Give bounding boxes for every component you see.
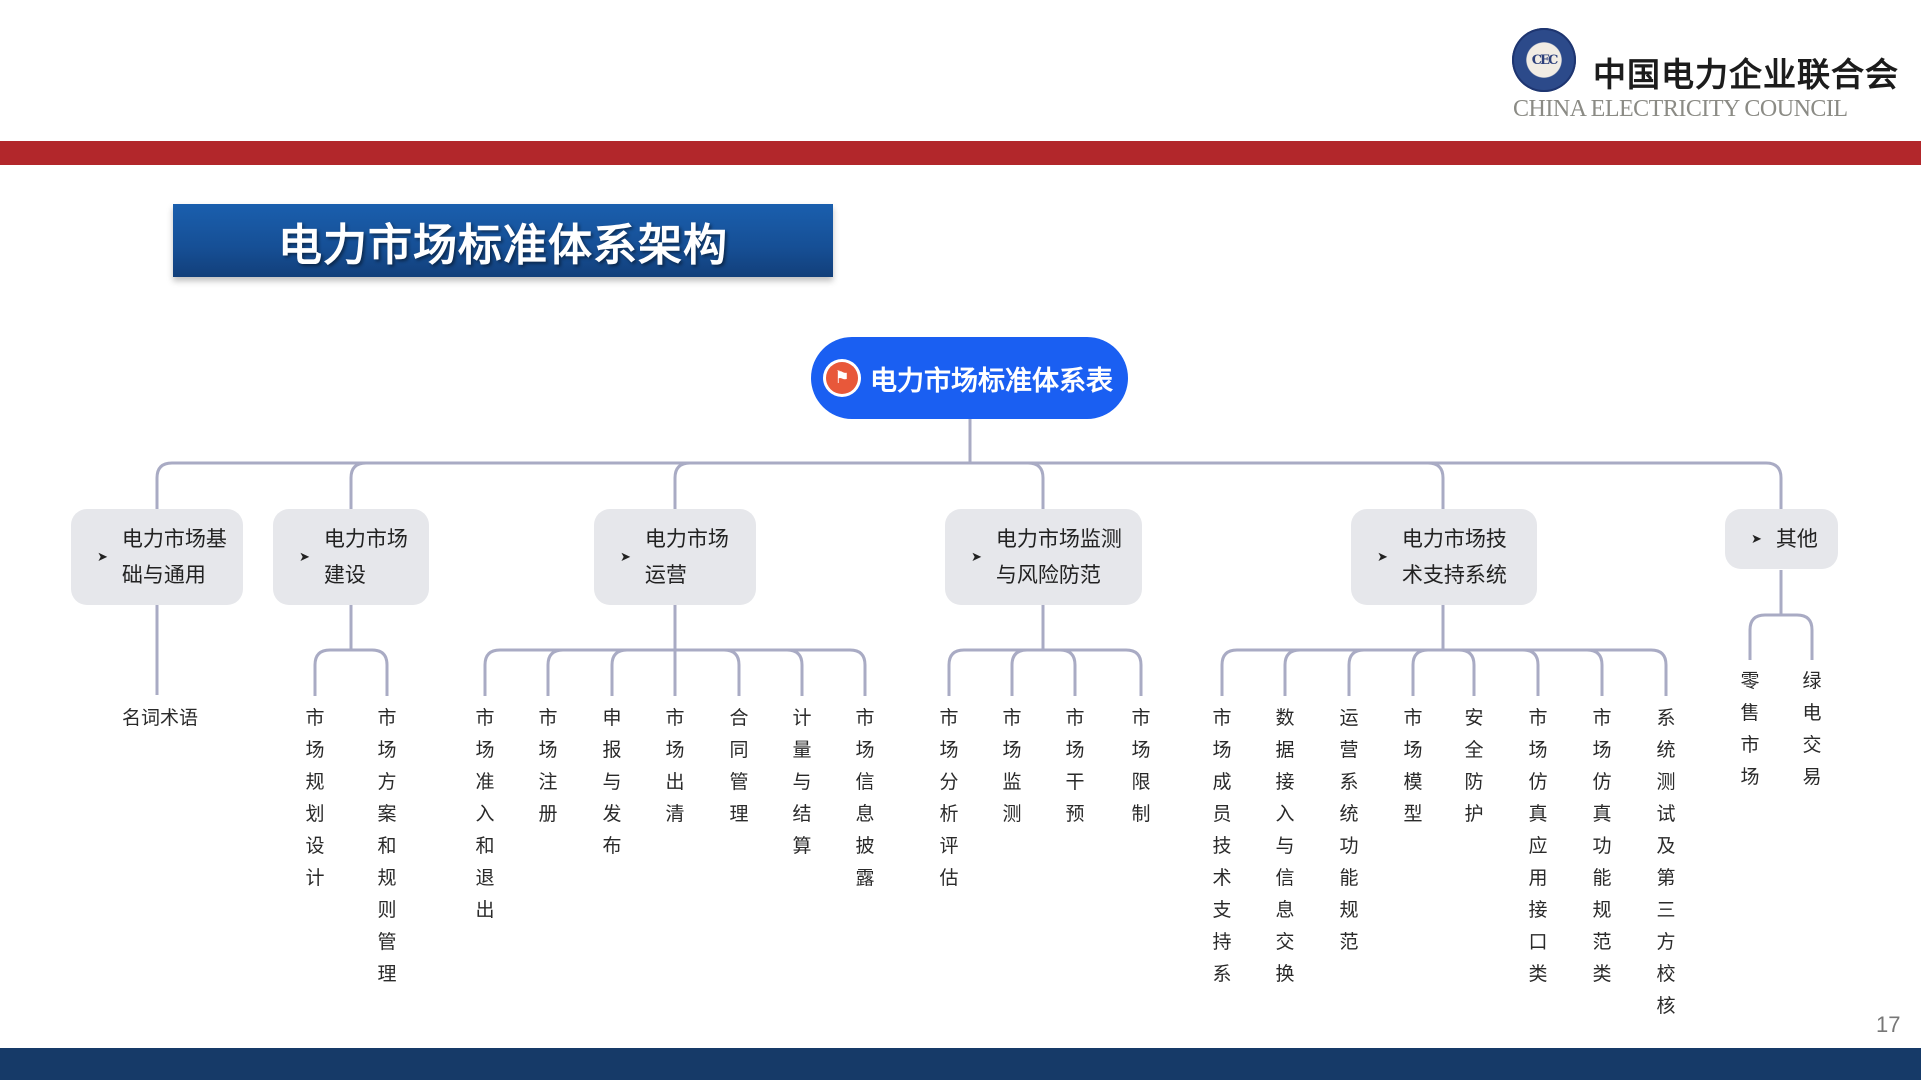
expand-arrow-icon[interactable]: ➤ bbox=[620, 549, 631, 565]
category-label: 其他 bbox=[1775, 527, 1818, 551]
logo-text: CEC bbox=[1531, 52, 1559, 68]
category-label: 电力市场 建设 bbox=[323, 527, 408, 587]
category-label: 电力市场技 术支持系统 bbox=[1401, 527, 1507, 587]
leaf-node[interactable]: 市场限制 bbox=[1131, 707, 1151, 825]
leaf-node[interactable]: 市场规划设计 bbox=[305, 707, 325, 889]
category-label: 电力市场基 础与通用 bbox=[121, 527, 227, 587]
leaf-node[interactable]: 市场方案和规则管理 bbox=[377, 707, 397, 985]
leaf-node[interactable]: 市场监测 bbox=[1002, 707, 1022, 825]
leaf-node[interactable]: 市场分析评估 bbox=[939, 707, 959, 889]
leaf-node[interactable]: 计量与结算 bbox=[792, 707, 812, 857]
expand-arrow-icon[interactable]: ➤ bbox=[971, 549, 982, 565]
header-accent-bar bbox=[0, 141, 1921, 165]
leaf-node[interactable]: 安全防护 bbox=[1464, 707, 1484, 825]
footer-bar bbox=[0, 1048, 1921, 1080]
page-number: 17 bbox=[1876, 1012, 1901, 1037]
leaf-node[interactable]: 市场出清 bbox=[665, 707, 685, 825]
leaf-node[interactable]: 名词术语 bbox=[122, 707, 199, 729]
leaf-node[interactable]: 系统测试及第三方校核 bbox=[1656, 707, 1676, 1017]
slide-title: 电力市场标准体系架构 bbox=[278, 219, 728, 271]
leaf-node[interactable]: 运营系统功能规范 bbox=[1339, 707, 1359, 953]
expand-arrow-icon[interactable]: ➤ bbox=[299, 549, 310, 565]
leaf-node[interactable]: 申报与发布 bbox=[602, 707, 622, 857]
leaf-node[interactable]: 市场信息披露 bbox=[855, 707, 875, 889]
expand-arrow-icon[interactable]: ➤ bbox=[1751, 531, 1762, 547]
leaf-node[interactable]: 市场仿真功能规范类 bbox=[1592, 707, 1612, 985]
category-node-operation[interactable]: ➤ 电力市场 运营 bbox=[594, 509, 756, 605]
category-label: 电力市场 运营 bbox=[644, 527, 729, 587]
leaf-node[interactable]: 市场准入和退出 bbox=[475, 707, 495, 921]
leaf-node[interactable]: 市场注册 bbox=[538, 707, 558, 825]
leaf-node[interactable]: 市场仿真应用接口类 bbox=[1528, 707, 1548, 985]
root-node[interactable]: ⚑ 电力市场标准体系表 bbox=[811, 337, 1128, 419]
org-name-cn: 中国电力企业联合会 bbox=[1593, 55, 1899, 94]
expand-arrow-icon[interactable]: ➤ bbox=[1377, 549, 1388, 565]
leaf-node[interactable]: 合同管理 bbox=[729, 707, 749, 825]
leaf-node[interactable]: 市场模型 bbox=[1403, 707, 1423, 825]
org-name-en: CHINA ELECTRICITY COUNCIL bbox=[1513, 96, 1848, 122]
expand-arrow-icon[interactable]: ➤ bbox=[97, 549, 108, 565]
leaf-node[interactable]: 绿电交易 bbox=[1802, 670, 1822, 788]
category-label: 电力市场监测 与风险防范 bbox=[995, 527, 1122, 587]
cec-logo-emblem: CEC bbox=[1512, 28, 1576, 92]
category-node-other[interactable]: ➤ 其他 bbox=[1725, 509, 1838, 569]
slide-title-banner: 电力市场标准体系架构 bbox=[173, 204, 833, 277]
leaf-node[interactable]: 市场干预 bbox=[1065, 707, 1085, 825]
flag-icon: ⚑ bbox=[826, 362, 858, 394]
leaf-node[interactable]: 数据接入与信息交换 bbox=[1275, 707, 1295, 985]
category-node-tech-support[interactable]: ➤ 电力市场技 术支持系统 bbox=[1351, 509, 1537, 605]
category-node-monitoring[interactable]: ➤ 电力市场监测 与风险防范 bbox=[945, 509, 1142, 605]
category-node-construction[interactable]: ➤ 电力市场 建设 bbox=[273, 509, 429, 605]
root-node-label: 电力市场标准体系表 bbox=[870, 365, 1113, 397]
leaf-node[interactable]: 市场成员技术支持系 bbox=[1212, 707, 1232, 985]
logo-monogram: CEC bbox=[1530, 46, 1559, 74]
leaf-node[interactable]: 零售市场 bbox=[1740, 670, 1760, 788]
category-node-foundation[interactable]: ➤ 电力市场基 础与通用 bbox=[71, 509, 243, 605]
